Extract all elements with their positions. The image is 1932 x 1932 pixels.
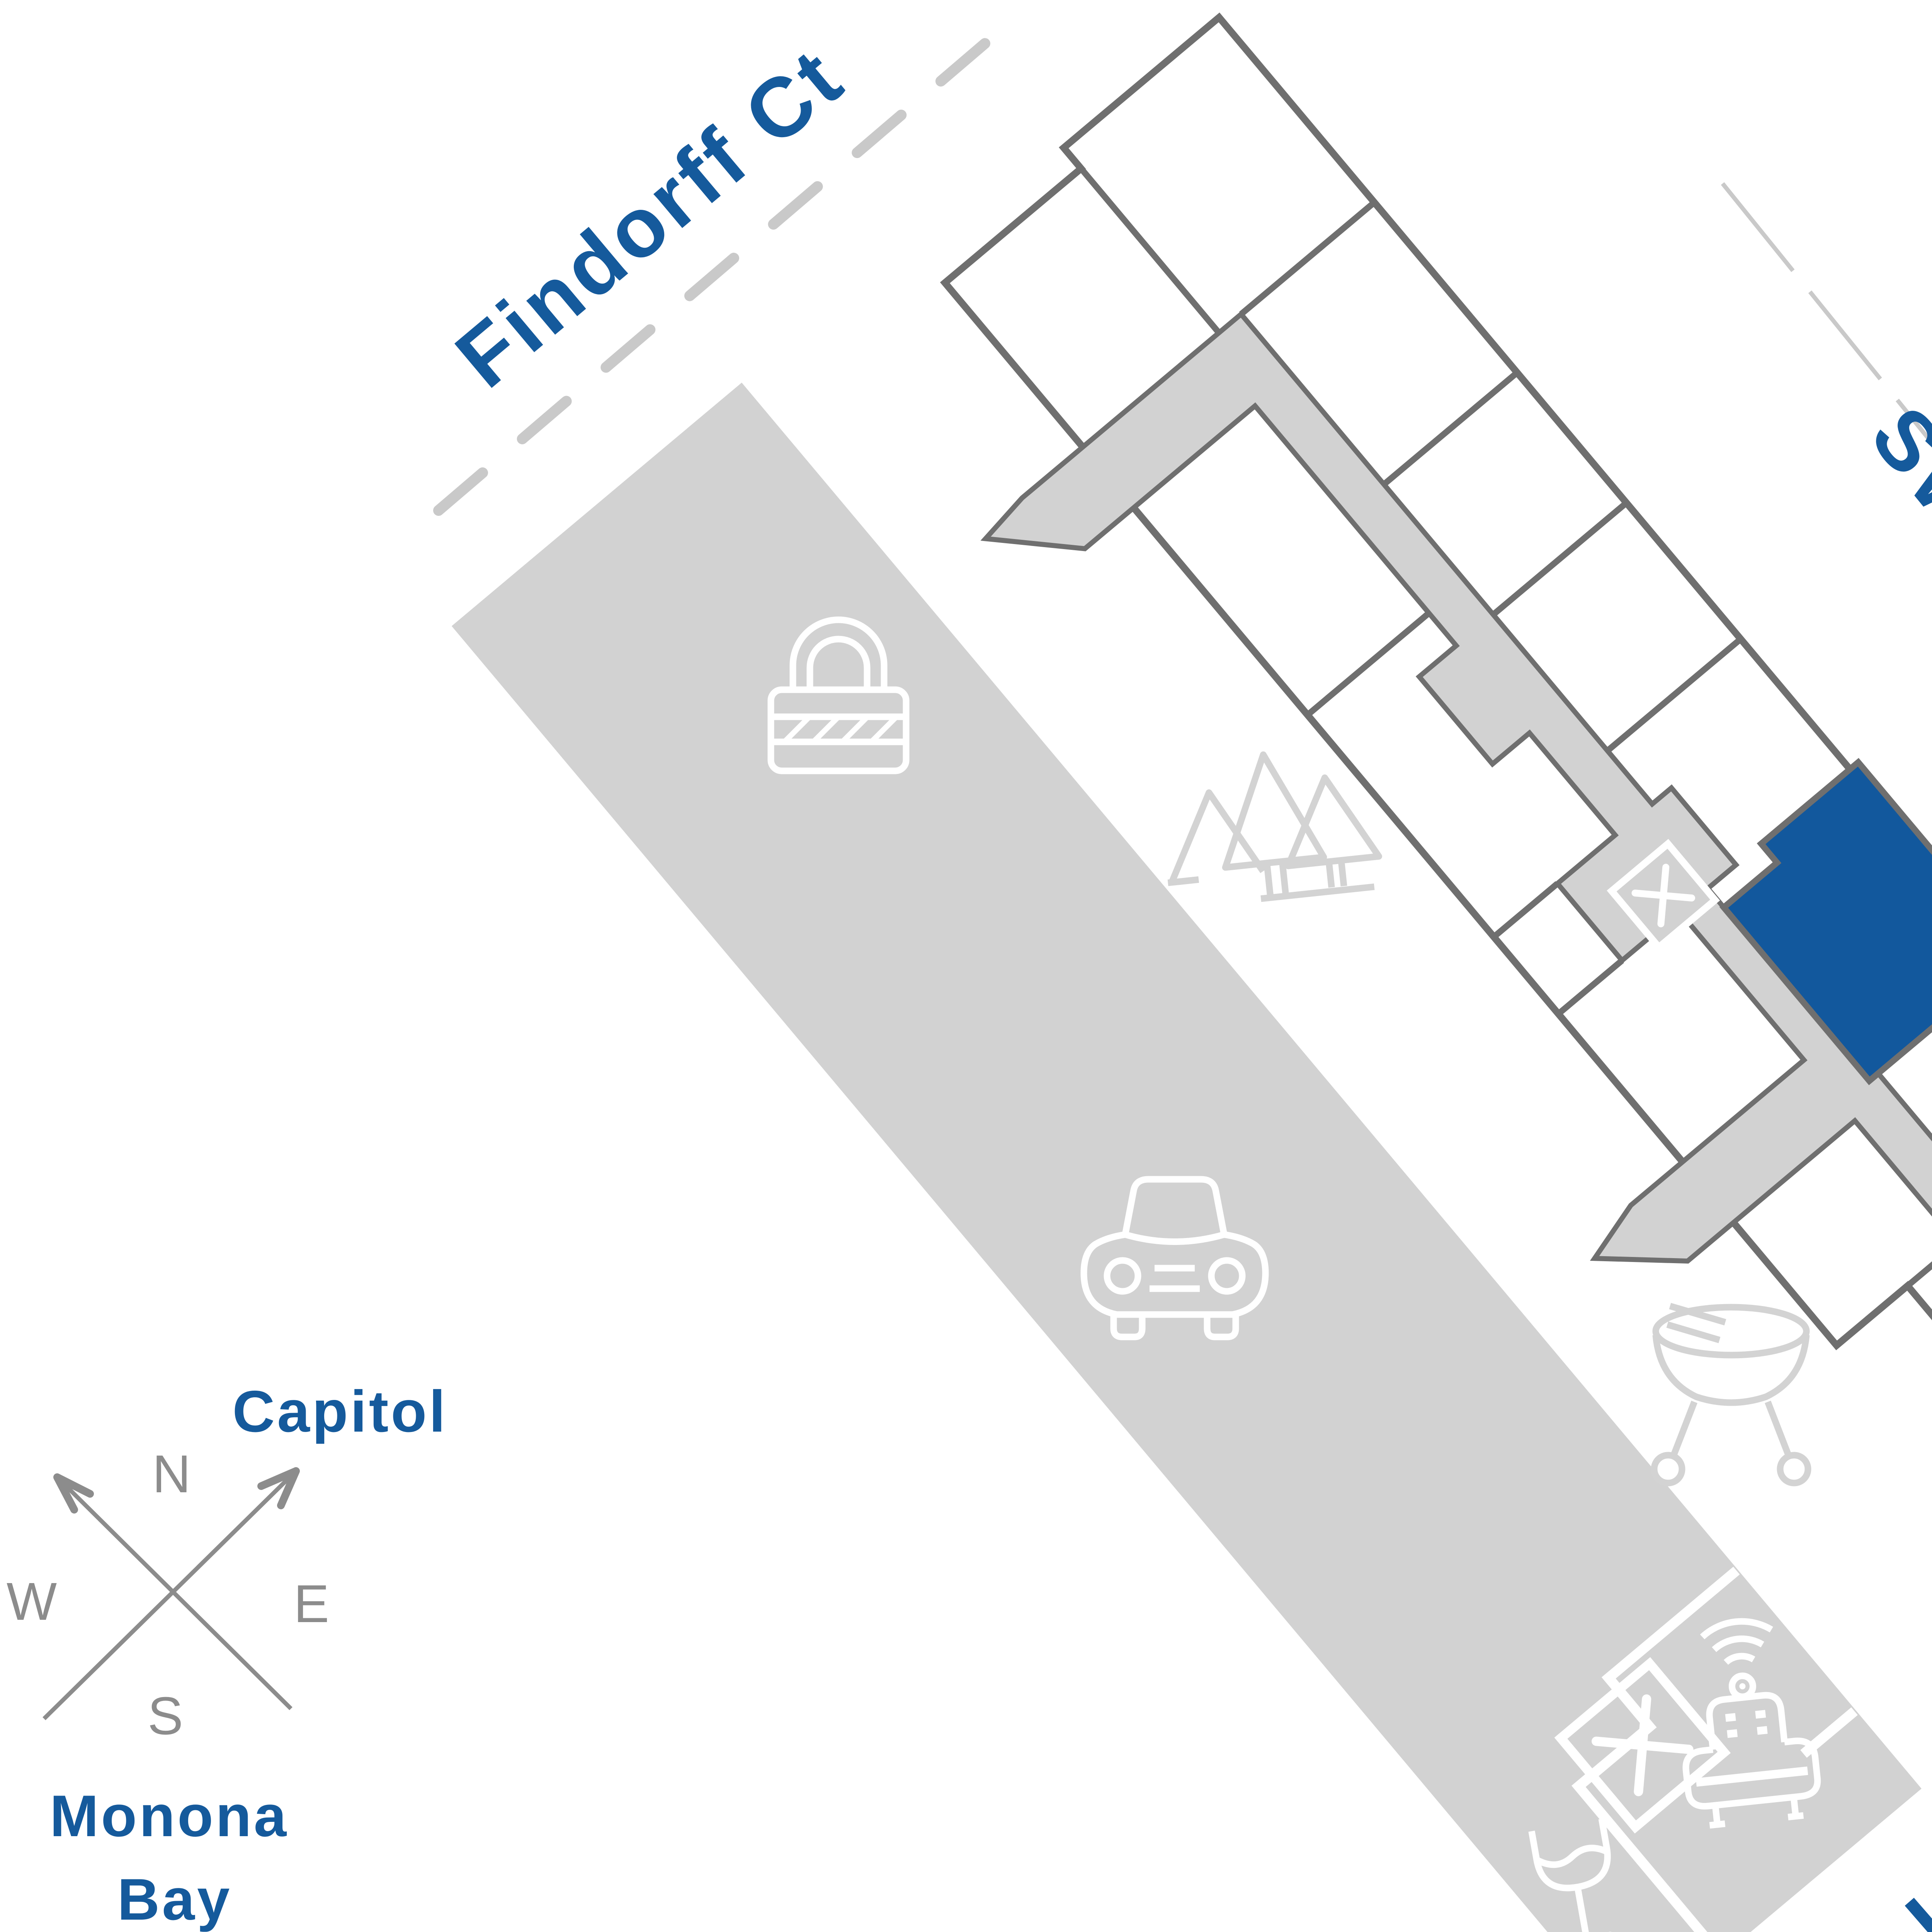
findorff-ct-label: Findorff Ct <box>439 30 861 406</box>
trees-icon <box>1167 751 1382 902</box>
compass-w: W <box>7 1572 57 1631</box>
compass-n: N <box>152 1444 191 1504</box>
selected-unit[interactable] <box>1708 758 1932 1085</box>
bike-path-line <box>1721 182 1932 447</box>
unit-wall <box>1239 200 1376 317</box>
elevator-icon <box>1607 839 1720 952</box>
unit-wall <box>1382 370 1519 487</box>
capitol-label: Capitol <box>232 1379 447 1444</box>
lock-icon <box>767 616 910 774</box>
lorillard-ct-label: Lorillard Ct <box>1889 1571 1932 1932</box>
wine-glass-icon <box>1528 1818 1615 1932</box>
compass-arrow-ne <box>43 1469 298 1720</box>
compass-e: E <box>294 1574 329 1634</box>
monona-bay-label-line1: Monona <box>50 1783 289 1849</box>
elevator-icon-amenity <box>1554 1657 1731 1834</box>
unit-wall <box>1556 958 1624 1017</box>
unit-wall <box>1491 500 1629 617</box>
unit-wall <box>1061 146 1221 335</box>
building-group <box>451 12 1932 1932</box>
compass-arrow-nw <box>56 1476 293 1710</box>
compass-arrowhead-icon <box>53 1473 94 1514</box>
unit-wall <box>1305 611 1431 718</box>
grill-icon <box>1651 1303 1811 1486</box>
car-icon <box>1080 1176 1269 1340</box>
findorff-street-line <box>433 7 1026 516</box>
compass: N W E S <box>7 1444 329 1746</box>
compass-arrowhead-icon <box>257 1467 300 1509</box>
unit-wall <box>1492 881 1560 939</box>
monona-bay-label-line2: Bay <box>117 1867 232 1932</box>
parking-area <box>451 383 1922 1932</box>
lounge-wifi-icon <box>1682 1618 1821 1829</box>
unit-wall <box>1605 636 1743 753</box>
amenity-partition-line <box>1571 1566 1740 1932</box>
compass-s: S <box>148 1686 183 1746</box>
